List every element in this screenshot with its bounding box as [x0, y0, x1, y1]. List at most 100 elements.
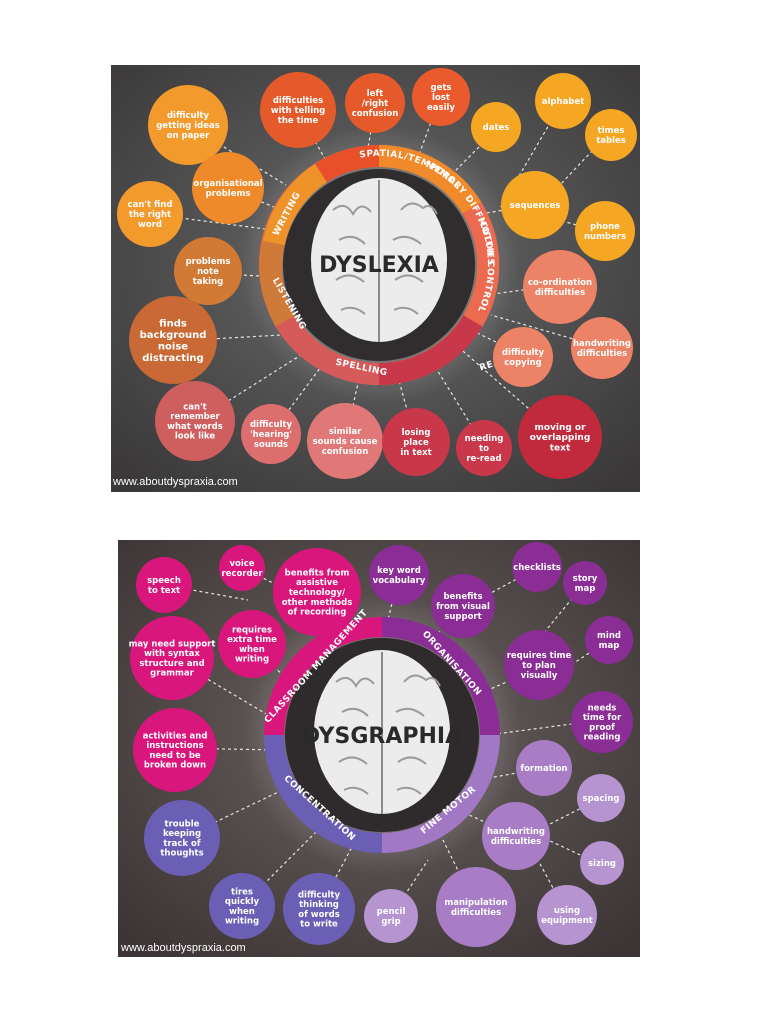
- bubble: checklists: [512, 542, 562, 592]
- bubble-label: difficulty'hearing'sounds: [250, 420, 293, 450]
- bubble: alphabet: [535, 73, 591, 129]
- ring-segment-spatial: [315, 145, 380, 183]
- dysgraphia-title: DYSGRAPHIA: [302, 724, 462, 749]
- ring-segment-motor: [462, 202, 500, 327]
- brain-icon: [311, 178, 447, 342]
- bubble: dates: [471, 102, 521, 152]
- bubble-label: spacing: [583, 794, 620, 804]
- ring-segment-concentration: [264, 734, 383, 853]
- credit-url: www.aboutdyspraxia.com: [112, 476, 238, 488]
- dyslexia-diagram: DYSLEXIA SPATIAL/TEMPORAL MEMORY DIFFICU…: [111, 65, 640, 492]
- credit-url: www.aboutdyspraxia.com: [120, 942, 246, 954]
- bubble: sizing: [580, 841, 624, 885]
- ring-segment-organisation: [381, 617, 500, 736]
- bubble-label: dates: [483, 123, 510, 133]
- bubble: formation: [516, 740, 572, 796]
- bubble-label: formation: [520, 764, 567, 774]
- dysgraphia-diagram: DYSGRAPHIA CLASSROOM MANAGEMENT ORGANISA…: [118, 540, 640, 957]
- brain-icon: [314, 650, 450, 814]
- dyslexia-infographic: DYSLEXIA SPATIAL/TEMPORAL MEMORY DIFFICU…: [111, 65, 640, 492]
- bubble: spacing: [577, 774, 625, 822]
- bubble-label: sequences: [510, 201, 561, 211]
- ring-segment-classroom: [264, 617, 383, 736]
- ring-segment-reading: [378, 315, 483, 386]
- ring-segment-writing: [263, 163, 328, 246]
- dyslexia-title: DYSLEXIA: [319, 253, 439, 278]
- ring-segment-listening: [260, 240, 295, 327]
- ring-segment-finemotor: [381, 734, 500, 853]
- bubble-label: alphabet: [542, 97, 584, 107]
- bubble-label: sizing: [588, 859, 616, 869]
- dysgraphia-infographic: DYSGRAPHIA CLASSROOM MANAGEMENT ORGANISA…: [118, 540, 640, 957]
- bubble-label: checklists: [513, 563, 561, 573]
